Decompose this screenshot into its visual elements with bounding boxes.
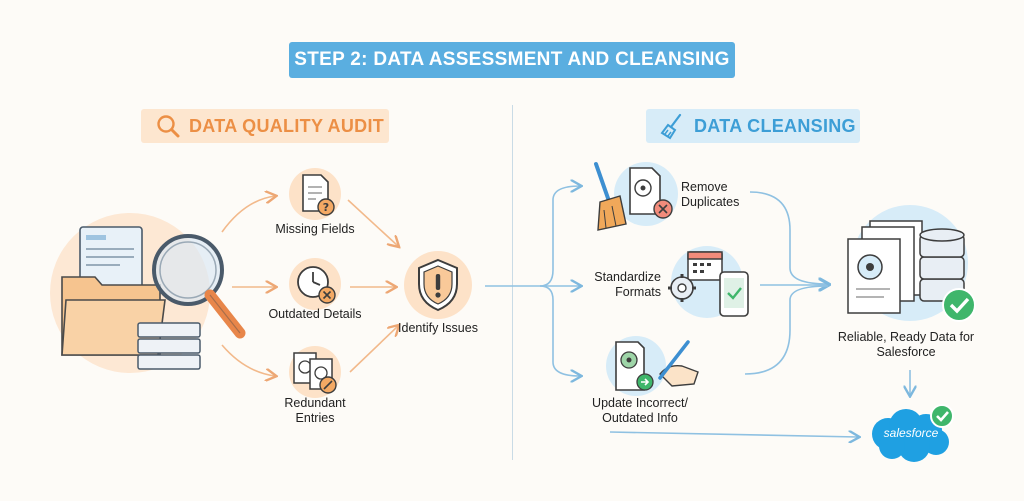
svg-text:?: ? bbox=[323, 201, 329, 214]
section-divider bbox=[512, 105, 513, 460]
page-title: STEP 2: DATA ASSESSMENT AND CLEANSING bbox=[289, 42, 735, 78]
missing-fields-label: Missing Fields bbox=[275, 222, 355, 236]
cleansing-heading: DATA CLEANSING bbox=[646, 109, 860, 143]
remove-duplicates-label: Remove Duplicates bbox=[681, 180, 740, 209]
cleansing-heading-label: DATA CLEANSING bbox=[694, 115, 856, 136]
audit-heading: DATA QUALITY AUDIT bbox=[141, 109, 389, 143]
standardize-formats-label: Standardize Formats bbox=[594, 270, 661, 299]
magnifier-icon bbox=[151, 109, 185, 143]
redundant-entries-node bbox=[288, 345, 342, 399]
identify-issues-node bbox=[403, 250, 473, 320]
database-check-icon bbox=[847, 205, 976, 322]
reliable-data-node bbox=[840, 205, 980, 330]
outdated-details-node bbox=[288, 257, 342, 311]
update-info-label: Update Incorrect/ Outdated Info bbox=[592, 396, 688, 425]
data-sources-illustration bbox=[50, 205, 250, 375]
remove-duplicates-node bbox=[588, 158, 678, 238]
broom-icon bbox=[656, 109, 690, 143]
gear-calendar-phone-icon bbox=[668, 246, 749, 318]
audit-heading-label: DATA QUALITY AUDIT bbox=[189, 115, 385, 136]
outdated-details-label: Outdated Details bbox=[268, 307, 362, 321]
duplicate-documents-icon bbox=[289, 346, 341, 398]
document-question-icon: ? bbox=[289, 168, 341, 220]
salesforce-cloud-logo: salesforce bbox=[866, 404, 956, 466]
missing-fields-node: ? bbox=[288, 167, 342, 221]
salesforce-logo-text: salesforce bbox=[883, 426, 939, 440]
reliable-data-label: Reliable, Ready Data for Salesforce bbox=[837, 330, 975, 359]
update-info-node bbox=[598, 334, 708, 398]
clock-x-icon bbox=[289, 258, 341, 310]
pen-document-icon bbox=[606, 336, 699, 396]
broom-document-icon bbox=[594, 162, 678, 231]
identify-issues-label: Identify Issues bbox=[398, 321, 478, 335]
shield-alert-icon bbox=[404, 251, 472, 319]
standardize-formats-node bbox=[662, 244, 752, 320]
redundant-entries-label: Redundant Entries bbox=[284, 396, 346, 425]
